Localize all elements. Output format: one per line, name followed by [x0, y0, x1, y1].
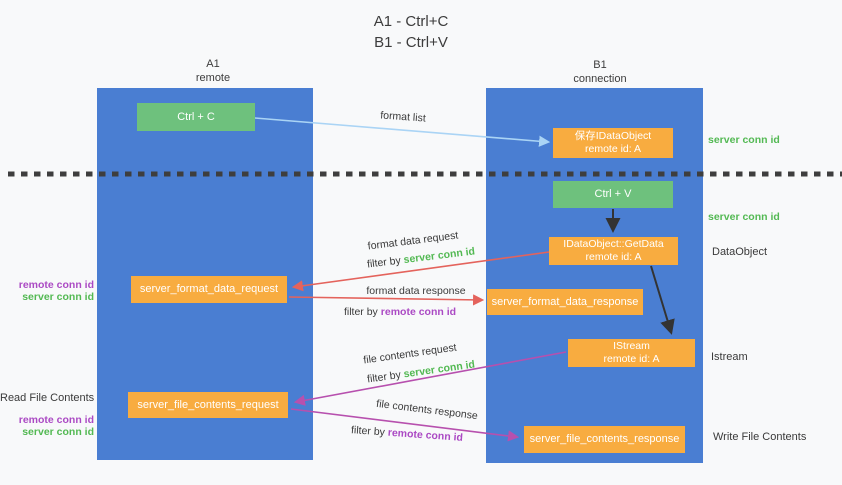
server-format-data-response-label: server_format_data_response — [491, 295, 639, 308]
diagram-title: A1 - Ctrl+C B1 - Ctrl+V — [374, 11, 449, 53]
ctrl-c-label: Ctrl + C — [177, 110, 215, 123]
arrow-format-data-response — [288, 294, 485, 306]
lane-b1-subtitle: connection — [573, 73, 627, 85]
node-server-format-data-response: server_format_data_response — [487, 289, 643, 315]
lane-a1-title: A1 — [206, 58, 220, 70]
annotation-conn-ids-left-2: remote conn id server conn id — [0, 414, 94, 438]
lane-b1-title: B1 — [593, 59, 607, 71]
lane-a1-subtitle: remote — [195, 72, 231, 84]
lane-header-a1: A1 remote — [196, 57, 230, 85]
node-idataobject-getdata: IDataObject::GetData remote id: A — [549, 237, 678, 265]
arrow-format-data-request — [291, 251, 550, 292]
node-save-idataobject: 保存IDataObject remote id: A — [553, 128, 673, 158]
arrow-file-contents-response — [290, 408, 520, 442]
lane-header-b1: B1 connection — [573, 58, 626, 86]
annotation-write-file-contents: Write File Contents — [713, 431, 807, 443]
remote-conn-id-highlight: remote conn id — [380, 306, 457, 318]
annotation-server-conn-id-right-1: server conn id — [708, 134, 780, 146]
istream-line2: remote id: A — [603, 353, 660, 365]
arrow-getdata-to-istream — [650, 265, 675, 335]
arrow-format-list — [254, 117, 551, 147]
annotation-istream: Istream — [711, 351, 748, 363]
server-file-contents-request-label: server_file_contents_request — [137, 398, 279, 411]
node-istream: IStream remote id: A — [568, 339, 695, 367]
arrow-file-contents-request — [293, 351, 567, 406]
server-conn-id-label: server conn id — [22, 426, 94, 438]
annotation-dataobject: DataObject — [712, 246, 768, 258]
edge-label-format-data-response: format data response — [366, 285, 466, 297]
idataobject-getdata-line2: remote id: A — [585, 251, 642, 263]
idataobject-getdata-line1: IDataObject::GetData — [563, 238, 664, 250]
ctrl-v-label: Ctrl + V — [594, 188, 632, 200]
node-ctrl-v: Ctrl + V — [553, 181, 673, 208]
save-idataobject-line1: 保存IDataObject — [574, 130, 652, 142]
server-conn-id-label: server conn id — [22, 291, 94, 303]
remote-conn-id-label: remote conn id — [18, 414, 94, 426]
annotation-read-file-contents: Read File Contents — [0, 392, 95, 404]
annotation-conn-ids-left-1: remote conn id server conn id — [0, 279, 94, 303]
save-idataobject-line2: remote id: A — [584, 143, 642, 155]
remote-conn-id-label: remote conn id — [18, 279, 94, 291]
node-server-format-data-request: server_format_data_request — [131, 276, 287, 303]
node-server-file-contents-request: server_file_contents_request — [128, 392, 288, 418]
istream-line1: IStream — [613, 340, 650, 352]
annotation-server-conn-id-right-2: server conn id — [708, 211, 780, 223]
title-line-2: B1 - Ctrl+V — [374, 34, 448, 51]
node-ctrl-c: Ctrl + C — [137, 103, 255, 131]
title-line-1: A1 - Ctrl+C — [373, 13, 449, 30]
server-format-data-request-label: server_format_data_request — [139, 283, 279, 295]
node-server-file-contents-response: server_file_contents_response — [524, 426, 685, 453]
server-file-contents-response-label: server_file_contents_response — [529, 433, 680, 445]
